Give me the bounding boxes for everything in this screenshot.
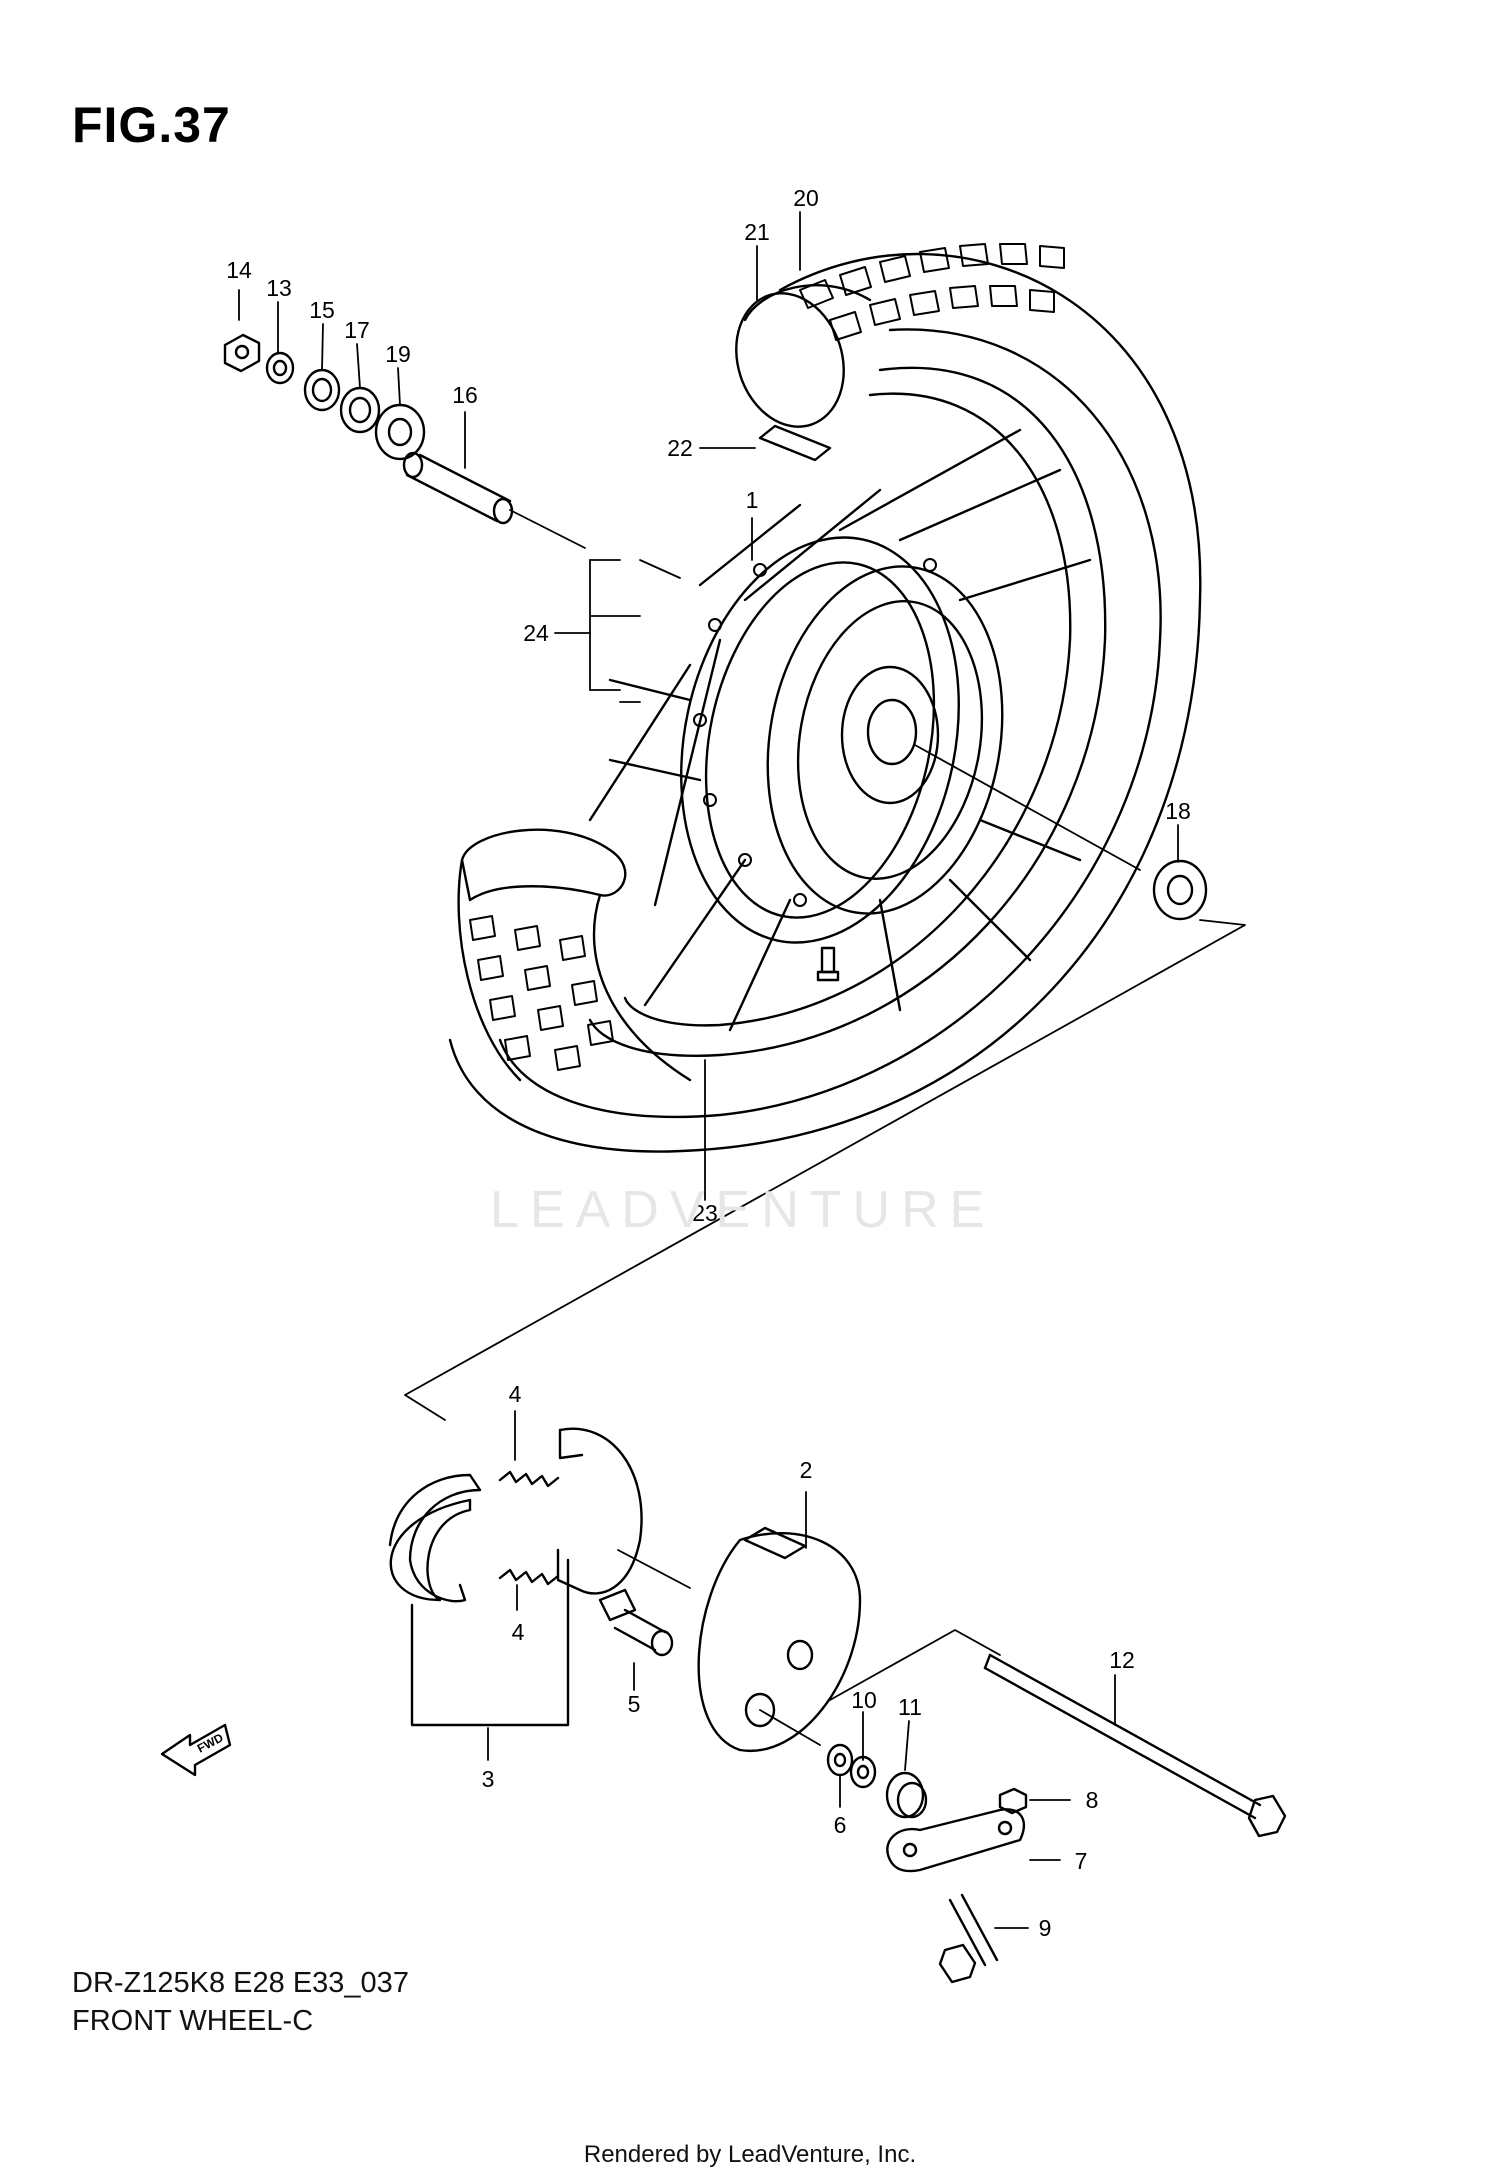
callout-11: 11 <box>898 1694 922 1720</box>
callout-4a: 4 <box>509 1381 522 1407</box>
callout-21: 21 <box>744 219 770 245</box>
callout-8: 8 <box>1086 1787 1099 1813</box>
callout-5: 5 <box>628 1691 641 1717</box>
watermark: LEADVENTURE <box>490 1181 996 1239</box>
reference-lines <box>404 509 1246 1746</box>
callout-3: 3 <box>482 1766 495 1792</box>
leader-lines <box>238 211 1179 1929</box>
callout-6: 6 <box>834 1812 847 1838</box>
figure-title: FIG.37 <box>72 97 231 153</box>
callout-9: 9 <box>1039 1915 1052 1941</box>
callout-19: 19 <box>385 341 411 367</box>
callout-22: 22 <box>667 435 693 461</box>
hub-drawing <box>588 428 1092 1032</box>
callout-1: 1 <box>746 487 759 513</box>
callout-18: 18 <box>1165 798 1191 824</box>
callout-7: 7 <box>1075 1848 1088 1874</box>
callout-14: 14 <box>226 257 252 283</box>
callout-labels: 1 2 3 4 4 5 6 7 8 9 10 11 12 13 14 15 16… <box>226 185 1191 1941</box>
callout-10: 10 <box>851 1687 877 1713</box>
callout-24: 24 <box>523 620 549 646</box>
render-credit: Rendered by LeadVenture, Inc. <box>583 2141 917 2168</box>
brake-parts-drawing <box>160 1427 1287 1984</box>
callout-17: 17 <box>344 317 370 343</box>
section-name: FRONT WHEEL-C <box>72 2005 314 2037</box>
tire-drawing <box>448 243 1202 1153</box>
model-code: DR-Z125K8 E28 E33_037 <box>72 1967 409 1999</box>
callout-15: 15 <box>309 297 335 323</box>
callout-12: 12 <box>1109 1647 1135 1673</box>
callout-16: 16 <box>452 382 478 408</box>
callout-2: 2 <box>800 1457 813 1483</box>
fwd-label: FWD <box>195 1730 226 1755</box>
callout-4b: 4 <box>512 1619 525 1645</box>
callout-13: 13 <box>266 275 292 301</box>
callout-23: 23 <box>692 1200 718 1226</box>
axle-parts-drawing <box>223 333 1208 921</box>
callout-20: 20 <box>793 185 819 211</box>
